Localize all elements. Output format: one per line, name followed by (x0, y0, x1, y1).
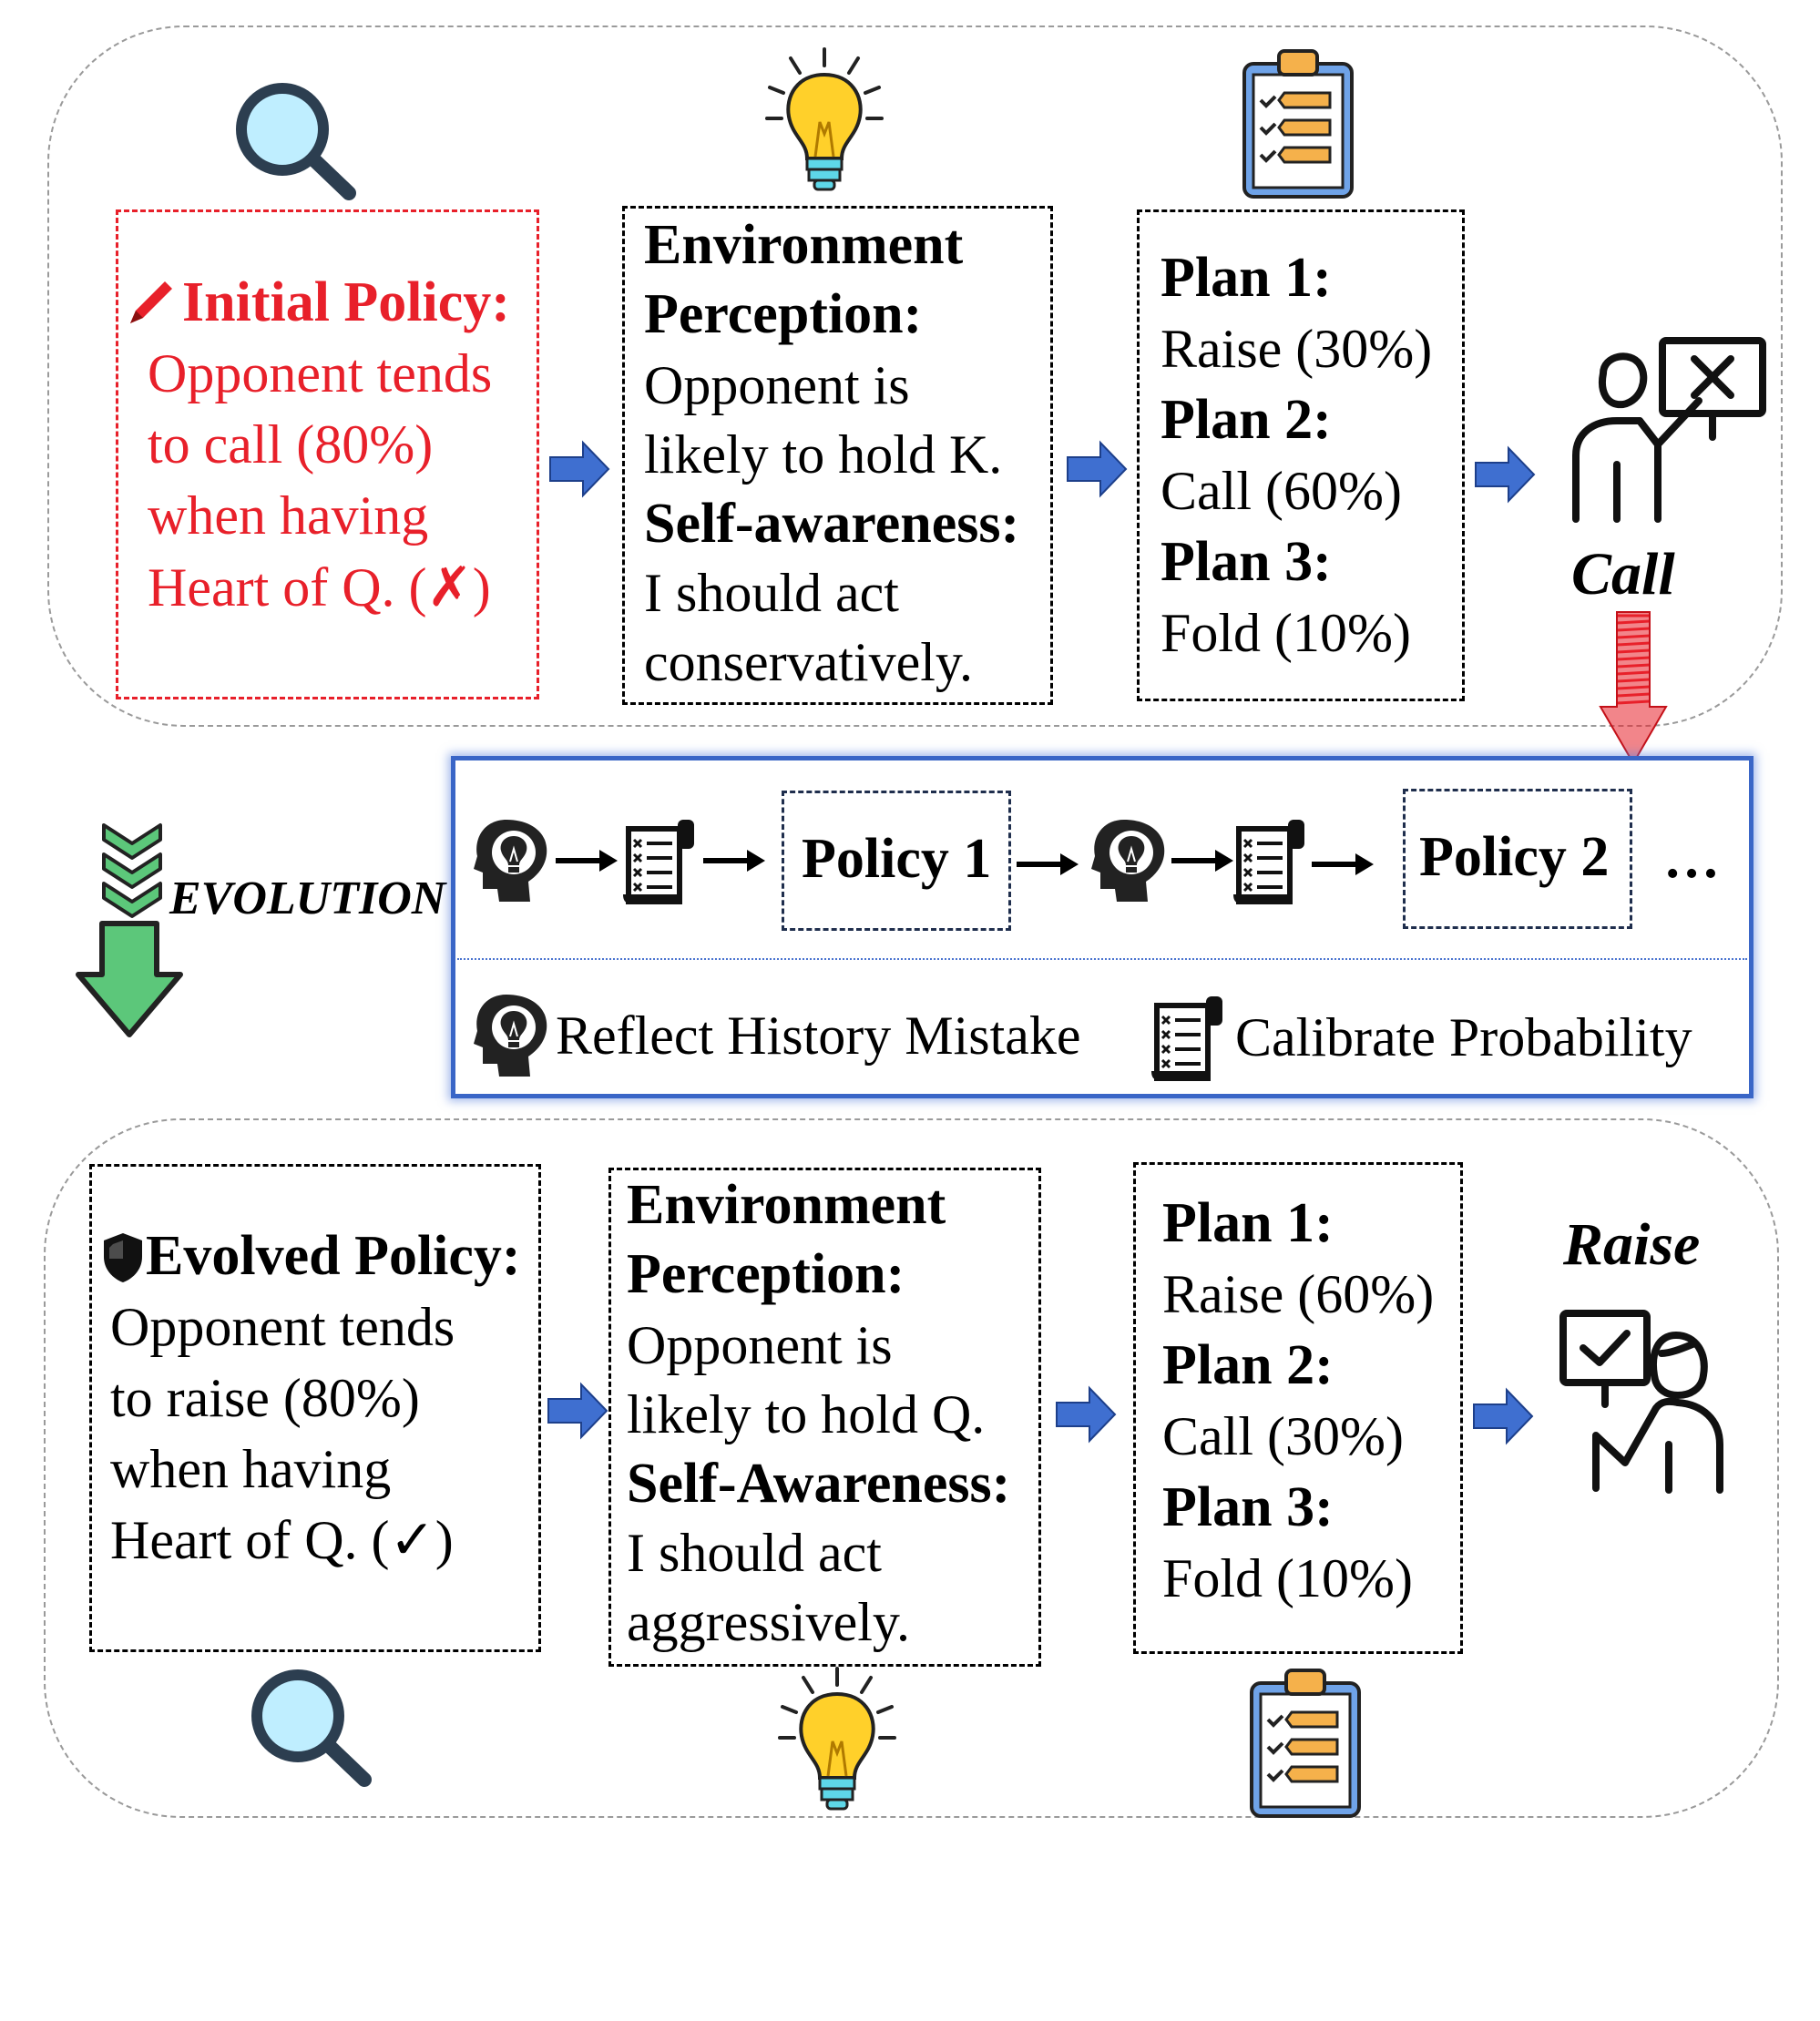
red-down-arrow (1599, 611, 1668, 765)
magnifier-icon (236, 83, 356, 200)
arrow-right-small (703, 850, 765, 872)
env-line-2-bottom: likely to hold Q. (627, 1384, 986, 1444)
self-line-1-bottom: I should act (627, 1523, 882, 1583)
pencil-icon (130, 281, 172, 323)
initial-policy-box (116, 209, 539, 699)
evolved-policy-line-2: to raise (80%) (110, 1368, 420, 1428)
plans-box-top (1137, 209, 1465, 701)
arrow-right (1473, 1387, 1534, 1445)
evolved-policy-line-3: when having (110, 1439, 392, 1499)
initial-policy-line-3: when having (148, 485, 429, 546)
legend-calibrate: Calibrate Probability (1235, 1007, 1692, 1067)
action-raise: Raise (1563, 1211, 1701, 1278)
initial-policy-line-4: Heart of Q. (✗) (148, 557, 491, 618)
self-title-bottom: Self-Awareness: (627, 1453, 1011, 1515)
env-title-1-top: Environment (644, 214, 964, 276)
plan-2-title-bottom: Plan 2: (1162, 1334, 1334, 1396)
self-line-2-top: conservatively. (644, 632, 973, 692)
magnifier-icon (251, 1669, 372, 1787)
brain-bulb-icon (474, 820, 547, 902)
self-line-1-top: I should act (644, 563, 899, 623)
teacher-correct-icon (1559, 1310, 1723, 1494)
evolved-policy-box (89, 1164, 541, 1652)
env-title-1-bottom: Environment (627, 1174, 946, 1236)
plan-3-text-bottom: Fold (10%) (1162, 1548, 1413, 1608)
brain-bulb-icon (1091, 820, 1165, 902)
evolution-divider (457, 958, 1747, 960)
clipboard-icon (1250, 1669, 1361, 1818)
plan-2-title-top: Plan 2: (1161, 389, 1332, 451)
action-call: Call (1571, 541, 1675, 607)
plan-1-text-top: Raise (30%) (1161, 319, 1433, 379)
teacher-wrong-icon (1572, 337, 1766, 523)
perception-box-bottom (608, 1168, 1041, 1667)
arrow-right (1475, 445, 1536, 504)
env-line-2-top: likely to hold K. (644, 424, 1003, 485)
brain-bulb-icon (474, 995, 547, 1077)
checklist-scroll-icon (1233, 820, 1304, 904)
initial-policy-title: Initial Policy: (182, 271, 510, 333)
arrow-right (1056, 1385, 1117, 1444)
initial-policy-line-2: to call (80%) (148, 414, 434, 475)
ellipsis: … (1663, 828, 1720, 890)
lightbulb-icon (778, 1667, 896, 1811)
policy-2-box (1403, 789, 1632, 929)
bottom-panel (44, 1118, 1779, 1818)
plan-2-text-top: Call (60%) (1161, 461, 1402, 521)
arrow-right-small (1312, 853, 1374, 875)
env-title-2-top: Perception: (644, 283, 923, 345)
arrow-right (1067, 440, 1128, 498)
legend-reflect: Reflect History Mistake (556, 1005, 1081, 1066)
arrow-right-small (1017, 853, 1079, 875)
initial-policy-line-1: Opponent tends (148, 343, 493, 403)
arrow-right-small (1171, 850, 1233, 872)
arrow-right (549, 440, 610, 498)
evolution-label: EVOLUTION (169, 873, 446, 924)
plan-1-title-bottom: Plan 1: (1162, 1192, 1334, 1254)
plans-box-bottom (1133, 1162, 1463, 1654)
evolved-policy-line-1: Opponent tends (110, 1297, 455, 1357)
plan-1-text-bottom: Raise (60%) (1162, 1264, 1435, 1324)
env-line-1-bottom: Opponent is (627, 1315, 893, 1375)
lightbulb-icon (765, 47, 884, 191)
self-line-2-bottom: aggressively. (627, 1592, 911, 1652)
plan-2-text-bottom: Call (30%) (1162, 1406, 1404, 1466)
plan-1-title-top: Plan 1: (1161, 247, 1332, 309)
top-panel (47, 26, 1783, 727)
evolved-policy-title: Evolved Policy: (146, 1225, 521, 1287)
shield-icon (104, 1233, 142, 1282)
self-title-top: Self-awareness: (644, 493, 1020, 555)
checklist-scroll-icon (1151, 996, 1222, 1081)
arrow-right (547, 1382, 608, 1440)
arrow-right-small (556, 850, 618, 872)
plan-3-title-top: Plan 3: (1161, 531, 1332, 593)
plan-3-title-bottom: Plan 3: (1162, 1476, 1334, 1538)
env-line-1-top: Opponent is (644, 355, 910, 415)
evolution-chevrons-icon (102, 823, 162, 918)
evolved-policy-line-4: Heart of Q. (✓) (110, 1510, 454, 1570)
evolution-down-arrow-icon (76, 921, 183, 1037)
checklist-scroll-icon (623, 820, 694, 904)
perception-box-top (622, 206, 1053, 705)
env-title-2-bottom: Perception: (627, 1243, 905, 1305)
plan-3-text-top: Fold (10%) (1161, 603, 1411, 663)
policy-2-label: Policy 2 (1419, 826, 1610, 888)
policy-1-box (782, 791, 1011, 931)
policy-1-label: Policy 1 (802, 828, 992, 890)
clipboard-icon (1242, 49, 1354, 199)
